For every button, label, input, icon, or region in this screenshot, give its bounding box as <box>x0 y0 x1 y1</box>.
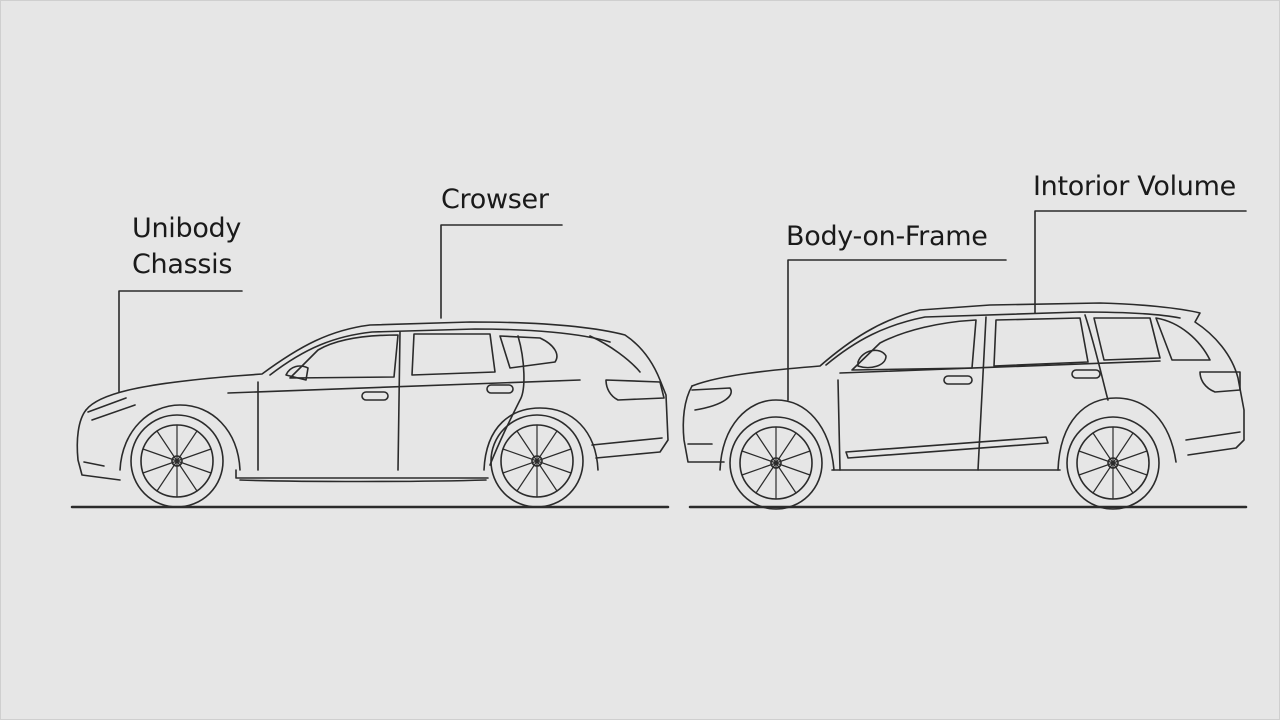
suv-car-illustration <box>682 302 1245 510</box>
label-unibody: Unibody <box>132 213 242 244</box>
label-crossover: Crowser <box>441 184 549 215</box>
label-interior-volume: Intorior Volume <box>1033 171 1236 202</box>
label-chassis: Chassis <box>132 249 233 280</box>
leader-lines <box>118 210 1247 401</box>
label-body-on-frame: Body-on-Frame <box>786 221 988 252</box>
crossover-car-illustration <box>76 321 669 508</box>
